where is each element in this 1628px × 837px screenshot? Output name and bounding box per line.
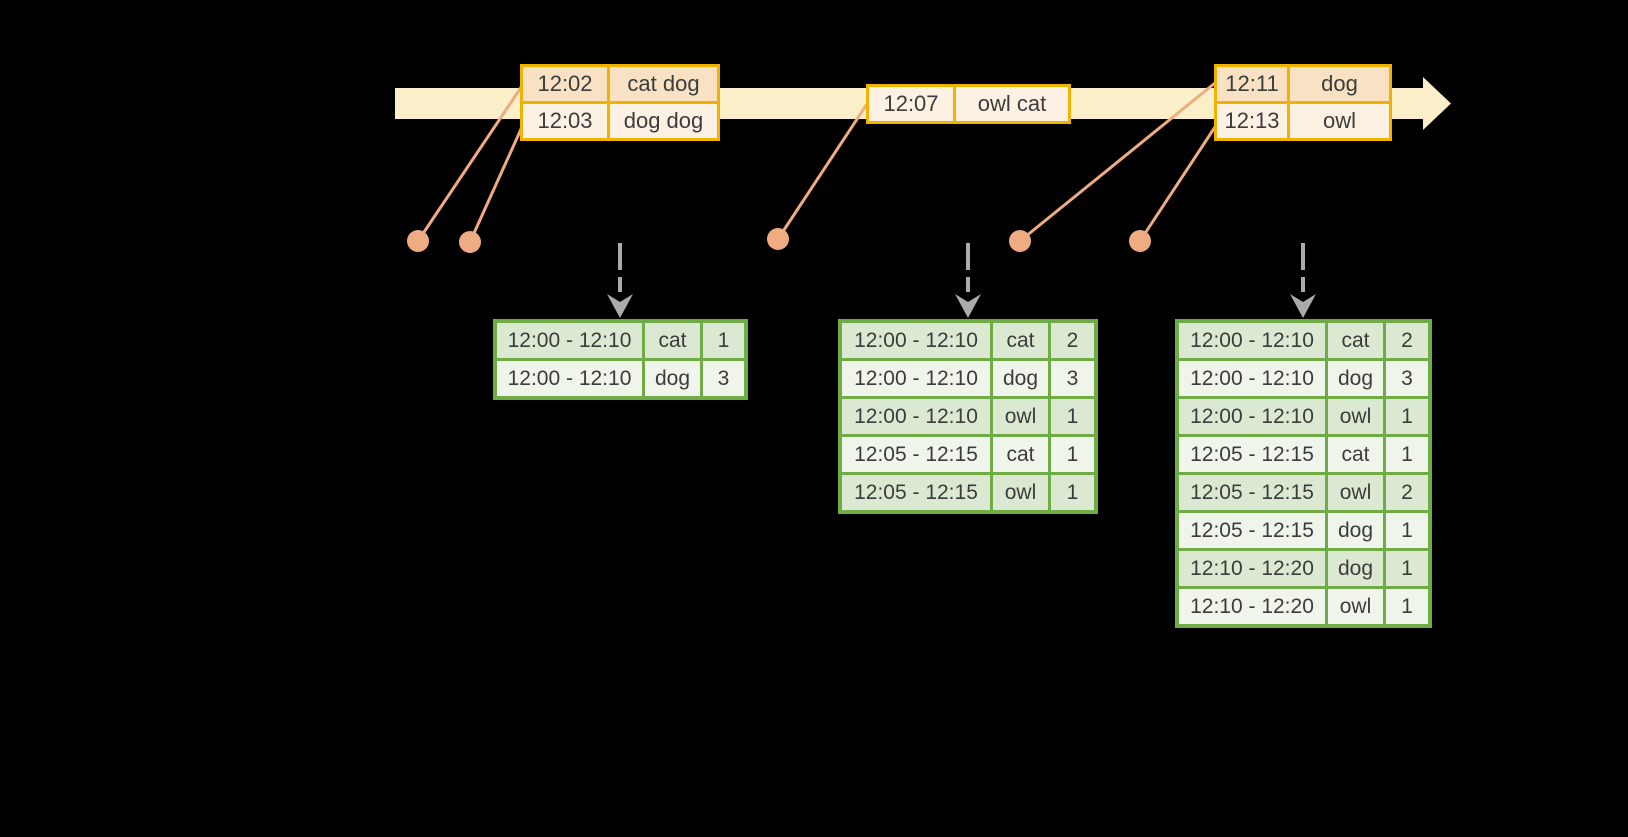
event-connector-line — [776, 103, 869, 240]
event-table-1-row1-time: 12:03 — [523, 104, 607, 138]
event-table-3-row0-time: 12:11 — [1217, 67, 1287, 101]
trigger-arrow-icon — [1290, 243, 1316, 318]
result-table-3-row5-word: dog — [1328, 513, 1383, 548]
result-table-2-row4-window: 12:05 - 12:15 — [842, 475, 990, 510]
result-table-2-row1-word: dog — [993, 361, 1048, 396]
result-table-3-row5-count: 1 — [1386, 513, 1428, 548]
result-table-3-row4-window: 12:05 - 12:15 — [1179, 475, 1325, 510]
result-table-3-row2-count: 1 — [1386, 399, 1428, 434]
result-table-3-row3-count: 1 — [1386, 437, 1428, 472]
result-table-1-row0-window: 12:00 - 12:10 — [497, 323, 642, 358]
result-table-2-row3-count: 1 — [1051, 437, 1094, 472]
result-table-3-row7-window: 12:10 - 12:20 — [1179, 589, 1325, 624]
trigger-arrow-icon — [955, 243, 981, 318]
event-table-1-row1-words: dog dog — [610, 104, 717, 138]
result-table-3-row3-word: cat — [1328, 437, 1383, 472]
event-table-2-row0-words: owl cat — [956, 87, 1068, 121]
result-table-2-row3-window: 12:05 - 12:15 — [842, 437, 990, 472]
event-dot — [1129, 230, 1151, 252]
event-connector-line — [1019, 81, 1216, 243]
result-table-1-row1-word: dog — [645, 361, 700, 396]
event-dot — [1009, 230, 1031, 252]
result-table-1-row0-count: 1 — [703, 323, 744, 358]
result-table-3-row3-window: 12:05 - 12:15 — [1179, 437, 1325, 472]
result-table-2-row0-word: cat — [993, 323, 1048, 358]
result-table-2-row1-count: 3 — [1051, 361, 1094, 396]
event-table-1-row0-time: 12:02 — [523, 67, 607, 101]
result-table-2-row2-window: 12:00 - 12:10 — [842, 399, 990, 434]
result-table-3-row1-word: dog — [1328, 361, 1383, 396]
result-table-2-row4-count: 1 — [1051, 475, 1094, 510]
result-table-3-row0-word: cat — [1328, 323, 1383, 358]
event-connector-line — [416, 85, 524, 242]
result-table-3-row7-word: owl — [1328, 589, 1383, 624]
result-table-2-row2-count: 1 — [1051, 399, 1094, 434]
result-table-3-row2-window: 12:00 - 12:10 — [1179, 399, 1325, 434]
result-table-1-row1-window: 12:00 - 12:10 — [497, 361, 642, 396]
result-table-3-row7-count: 1 — [1386, 589, 1428, 624]
result-table-3-row1-window: 12:00 - 12:10 — [1179, 361, 1325, 396]
result-table-2-row0-window: 12:00 - 12:10 — [842, 323, 990, 358]
result-table-3-row0-window: 12:00 - 12:10 — [1179, 323, 1325, 358]
result-table-3-row6-count: 1 — [1386, 551, 1428, 586]
result-table-2-row3-word: cat — [993, 437, 1048, 472]
trigger-arrow-icon — [607, 243, 633, 318]
event-table-3-row0-words: dog — [1290, 67, 1389, 101]
event-table-3-row1-words: owl — [1290, 104, 1389, 138]
result-table-1-row0-word: cat — [645, 323, 700, 358]
result-table-2-row0-count: 2 — [1051, 323, 1094, 358]
event-dot — [767, 228, 789, 250]
event-table-1-row0-words: cat dog — [610, 67, 717, 101]
result-table-3-row1-count: 3 — [1386, 361, 1428, 396]
event-dot — [459, 231, 481, 253]
event-dot — [407, 230, 429, 252]
result-table-3-row5-window: 12:05 - 12:15 — [1179, 513, 1325, 548]
result-table-2-row2-word: owl — [993, 399, 1048, 434]
result-table-3-row2-word: owl — [1328, 399, 1383, 434]
result-table-3-row4-word: owl — [1328, 475, 1383, 510]
result-table-2-row4-word: owl — [993, 475, 1048, 510]
result-table-1-row1-count: 3 — [703, 361, 744, 396]
result-table-3-row6-word: dog — [1328, 551, 1383, 586]
result-table-2-row1-window: 12:00 - 12:10 — [842, 361, 990, 396]
result-table-3-row4-count: 2 — [1386, 475, 1428, 510]
event-table-2-row0-time: 12:07 — [869, 87, 953, 121]
result-table-3-row0-count: 2 — [1386, 323, 1428, 358]
event-connector-line — [1138, 126, 1217, 242]
timeline-arrowhead-icon — [1423, 77, 1451, 130]
result-table-3-row6-window: 12:10 - 12:20 — [1179, 551, 1325, 586]
event-connector-line — [468, 126, 524, 243]
event-table-3-row1-time: 12:13 — [1217, 104, 1287, 138]
